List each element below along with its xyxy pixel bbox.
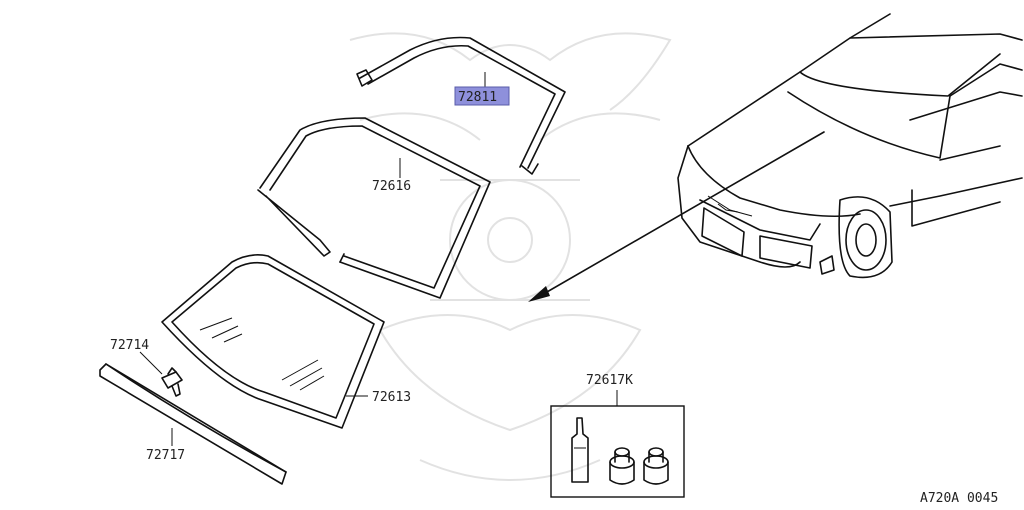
windshield-glass[interactable] — [161, 254, 385, 429]
dam-rubber[interactable] — [257, 117, 491, 299]
label-72613[interactable]: 72613 — [372, 390, 411, 405]
label-72617K[interactable]: 72617K — [586, 373, 633, 388]
kit-primer-cap-2 — [643, 447, 669, 485]
fastener-clip[interactable] — [161, 367, 183, 397]
label-72717[interactable]: 72717 — [146, 448, 185, 463]
diagram-code: A720A 0045 — [920, 491, 998, 506]
leader-72714 — [139, 351, 163, 375]
kit-adhesive-tube — [571, 417, 589, 483]
label-72811[interactable]: 72811 — [458, 90, 497, 105]
watermark-emblem — [349, 32, 672, 481]
kit-primer-cap-1 — [609, 447, 635, 485]
car-illustration — [677, 13, 1023, 279]
upper-molding[interactable] — [356, 36, 566, 175]
lower-molding[interactable] — [99, 363, 287, 485]
label-72714[interactable]: 72714 — [110, 338, 149, 353]
highlight-box — [454, 86, 510, 106]
location-arrow — [528, 131, 825, 302]
label-72616[interactable]: 72616 — [372, 179, 411, 194]
kit-box[interactable] — [550, 405, 685, 498]
